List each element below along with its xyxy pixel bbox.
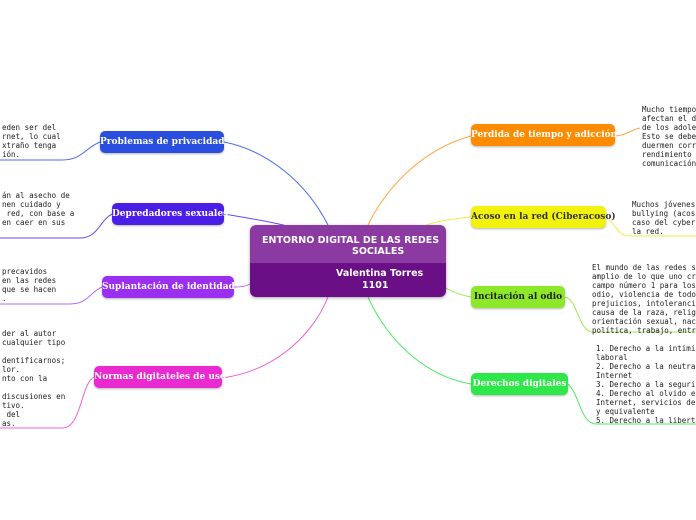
edge-derechos-central bbox=[367, 296, 472, 385]
note-acoso: Muchos jóvenes bullying (acos caso del c… bbox=[632, 200, 696, 236]
topic-privacidad[interactable]: Problemas de privacidad bbox=[100, 131, 225, 153]
edge-tiempo-note bbox=[614, 127, 641, 137]
central-topic[interactable]: ENTORNO DIGITAL DE LAS REDES SOCIALES Va… bbox=[250, 225, 446, 297]
topic-derechos[interactable]: Derechos digitales bbox=[471, 373, 568, 395]
topic-suplantacion[interactable]: Suplantación de identidad bbox=[102, 276, 235, 298]
central-subtitle: Valentina Torres 1101 bbox=[250, 263, 446, 297]
edge-odio-note bbox=[564, 296, 696, 333]
edge-tiempo-central bbox=[367, 135, 472, 226]
central-title-line1: ENTORNO DIGITAL DE LAS REDES bbox=[262, 235, 440, 246]
central-group: 1101 bbox=[362, 280, 389, 291]
edge-acoso-note bbox=[605, 216, 696, 237]
edge-privacidad-central bbox=[223, 141, 329, 226]
note-depredadores: án al asecho de nen cuidado y red, con b… bbox=[2, 191, 75, 227]
edge-derechos-note bbox=[567, 383, 696, 425]
note-suplantacion: precavidos en las redes que se hacen . bbox=[2, 267, 57, 303]
topic-odio[interactable]: Incitación al odio bbox=[471, 286, 565, 308]
central-title: ENTORNO DIGITAL DE LAS REDES SOCIALES bbox=[250, 225, 446, 263]
topic-depredadores[interactable]: Depredadores sexuales bbox=[112, 203, 228, 225]
edge-suplantacion-note bbox=[0, 286, 103, 305]
edge-normas-central bbox=[221, 296, 329, 379]
note-odio: El mundo de las redes s amplio de lo que… bbox=[592, 263, 696, 335]
note-privacidad: eden ser del rnet, lo cual xtraño tenga … bbox=[2, 123, 61, 159]
edge-privacidad-note bbox=[0, 141, 101, 161]
central-title-line2: SOCIALES bbox=[352, 246, 405, 257]
topic-tiempo[interactable]: Perdida de tiempo y adicción bbox=[471, 124, 617, 146]
edge-normas-note bbox=[0, 376, 95, 429]
topic-acoso[interactable]: Acoso en la red (Ciberacoso) bbox=[471, 206, 616, 228]
note-normas: der al autor cualquier tipo dentificarno… bbox=[2, 329, 66, 428]
note-tiempo: Mucho tiempo afectan el d de los adole E… bbox=[642, 105, 696, 168]
topic-normas[interactable]: Normas digitateles de uso bbox=[94, 366, 226, 388]
central-author: Valentina Torres bbox=[336, 268, 424, 279]
note-derechos: 1. Derecho a la intimi laboral 2. Derech… bbox=[596, 344, 696, 425]
edge-depredadores-note bbox=[0, 213, 113, 239]
edge-odio-central bbox=[445, 287, 472, 298]
